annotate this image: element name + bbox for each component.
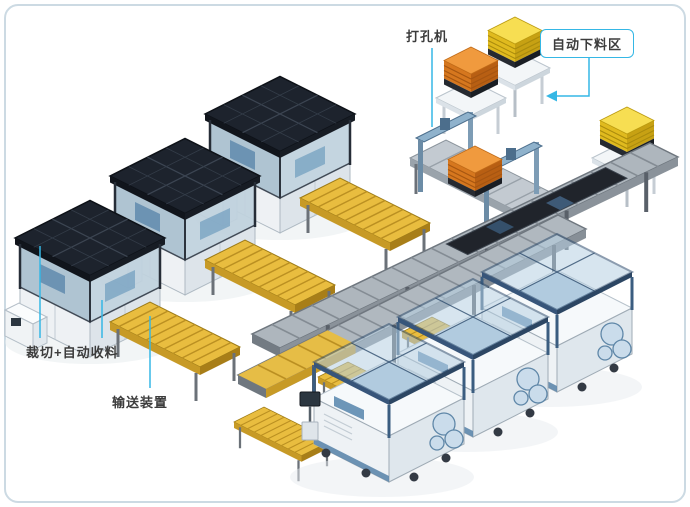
- product-sheet-1: [546, 196, 574, 210]
- leader-lines: [39, 48, 590, 388]
- control-monitor: [299, 391, 321, 441]
- label-conveyor-device: 输送装置: [112, 395, 169, 410]
- product-sheet-2: [486, 220, 514, 234]
- arrowhead-unloading-area: [546, 90, 557, 102]
- label-cutting-auto-collecting: 裁切+自动收料: [26, 345, 119, 360]
- label-auto-unloading-area: 自动下料区: [540, 29, 635, 58]
- leader-unloading-area: [554, 58, 590, 97]
- conveyor-belt-section: [445, 167, 629, 256]
- label-punching-machine: 打孔机: [406, 29, 449, 44]
